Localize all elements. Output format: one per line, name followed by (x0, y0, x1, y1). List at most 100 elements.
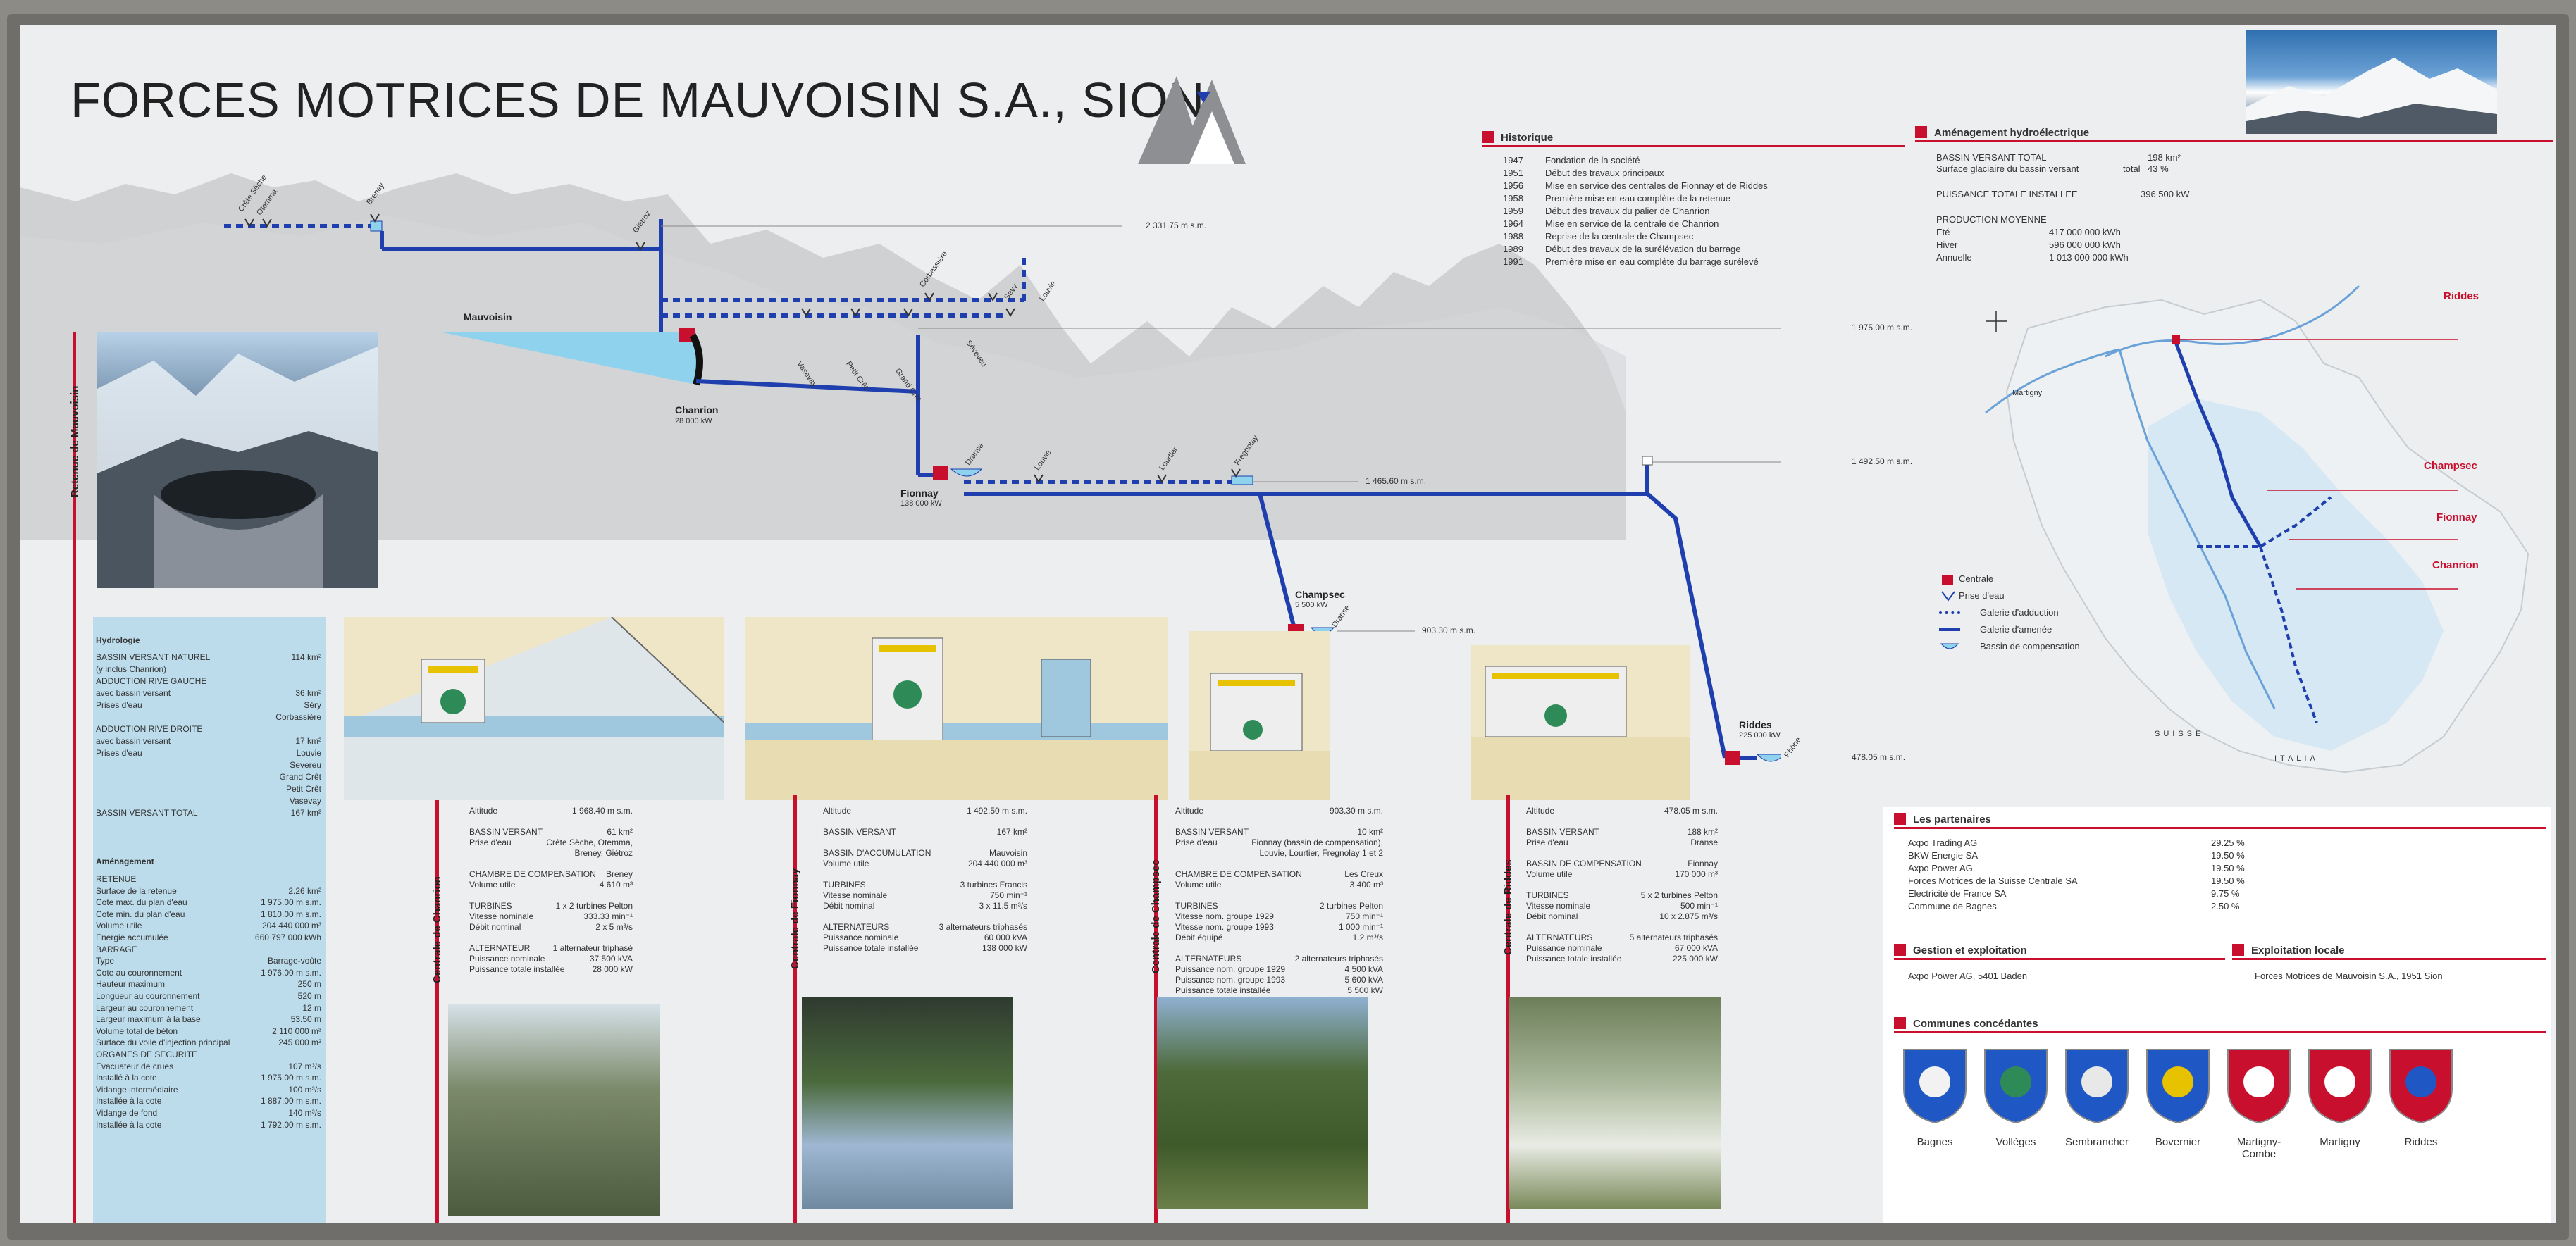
centrale-value: 3 x 11.5 m³/s (979, 901, 1027, 911)
partner-share: 9.75 % (2211, 888, 2240, 899)
centrale-key: ALTERNATEUR (469, 943, 531, 953)
retenue-value: Vasevay (289, 796, 321, 806)
champsec-title: Centrale de Champsec (1150, 859, 1162, 973)
retenue-key: Hauteur maximum (96, 979, 166, 990)
station-riddes-power: 225 000 kW (1739, 731, 1781, 740)
station-riddes: Riddes (1739, 719, 1772, 730)
commune-name: Martigny-Combe (2236, 1136, 2281, 1160)
partner-name: Commune de Bagnes (1908, 901, 1997, 911)
information-panel: FORCES MOTRICES DE MAUVOISIN S.A., SION … (20, 25, 2556, 1223)
historique-event: Début des travaux du palier de Chanrion (1545, 206, 1710, 216)
partner-name: Forces Motrices de la Suisse Centrale SA (1908, 876, 2078, 886)
commune-name: Bovernier (2155, 1136, 2201, 1148)
partner-name: Axpo Power AG (1908, 863, 1973, 873)
historique-event: Mise en service des centrales de Fionnay… (1545, 180, 1768, 191)
retenue-key: Volume utile (96, 921, 142, 931)
gestion-heading: Gestion et exploitation (1894, 944, 2027, 957)
centrale-key: Altitude (1526, 806, 1555, 816)
centrale-key: Volume utile (1175, 880, 1222, 890)
retenue-value: Séry (304, 700, 321, 710)
centrale-key: Altitude (469, 806, 498, 816)
historique-year: 1947 (1503, 155, 1523, 166)
retenue-value: 1 975.00 m s.m. (260, 1073, 321, 1083)
centrale-value: 3 alternateurs triphasés (939, 922, 1027, 932)
retenue-value: 107 m³/s (288, 1061, 321, 1071)
amenagement-heading: Aménagement hydroélectrique (1915, 126, 2089, 139)
retenue-key: RETENUE (96, 874, 137, 884)
centrale-value: 1 492.50 m s.m. (966, 806, 1027, 816)
retenue-key: Evacuateur de crues (96, 1061, 174, 1071)
station-mauvoisin: Mauvoisin (464, 311, 512, 323)
retenue-key: (y inclus Chanrion) (96, 664, 167, 674)
elevation-label: 478.05 m s.m. (1852, 752, 1906, 762)
gestion-rule (1894, 958, 2225, 960)
centrale-value: 61 km² (607, 827, 633, 837)
retenue-key: Longueur au couronnement (96, 991, 200, 1001)
centrale-key: ALTERNATEURS (1175, 954, 1242, 964)
centrale-value: 3 turbines Francis (960, 880, 1027, 890)
legend-prise-icon (1941, 591, 1955, 602)
centrale-value: 225 000 kW (1672, 954, 1718, 964)
legend-bassin: Bassin de compensation (1980, 641, 2080, 652)
historique-event: Première mise en eau complète du barrage… (1545, 256, 1759, 267)
retenue-value: Barrage-voûte (267, 956, 321, 966)
fionnay-section (745, 617, 1168, 800)
historique-rule (1482, 145, 1905, 147)
map-label-italia: ITALIA (2274, 754, 2319, 763)
retenue-key: ORGANES DE SECURITE (96, 1049, 198, 1059)
retenue-key: Installée à la cote (96, 1119, 162, 1130)
map-label-riddes: Riddes (2444, 290, 2479, 302)
centrale-value: 478.05 m s.m. (1664, 806, 1718, 816)
hydrologie-heading: Hydrologie (96, 635, 140, 645)
communes-rule (1894, 1031, 2546, 1033)
centrale-key: Prise d'eau (1526, 837, 1568, 847)
map-label-martigny: Martigny (2012, 389, 2043, 397)
map-label-suisse: SUISSE (2155, 730, 2205, 738)
retenue-key: Volume total de béton (96, 1026, 178, 1036)
historique-event: Mise en service de la centrale de Chanri… (1545, 218, 1719, 229)
elevation-label: 1 975.00 m s.m. (1852, 323, 1913, 332)
glacier-photo (2246, 30, 2497, 134)
catchment-map (1985, 285, 2529, 773)
partner-name: BKW Energie SA (1908, 850, 1978, 861)
historique-year: 1959 (1503, 206, 1523, 216)
centrale-value: 167 km² (996, 827, 1027, 837)
amenagement-rule (1915, 140, 2553, 142)
historique-event: Première mise en eau complète de la rete… (1545, 193, 1731, 204)
historique-year: 1988 (1503, 231, 1523, 242)
centrale-value: 138 000 kW (982, 943, 1027, 953)
retenue-key: Largeur maximum à la base (96, 1014, 201, 1025)
retenue-value: 204 440 000 m³ (261, 921, 321, 931)
partner-share: 29.25 % (2211, 837, 2245, 848)
historique-year: 1951 (1503, 168, 1523, 178)
station-chanrion-power: 28 000 kW (675, 417, 712, 425)
company-logo (1138, 76, 1246, 164)
centrale-key: ALTERNATEURS (1526, 933, 1593, 942)
centrale-key: Puissance nominale (1526, 943, 1602, 953)
retenue-key: BASSIN VERSANT NATUREL (96, 652, 211, 662)
retenue-value: Severeu (290, 760, 321, 770)
retenue-value: Grand Crêt (279, 772, 321, 782)
centrale-value: 1 968.40 m s.m. (571, 806, 633, 816)
champsec-rule (1154, 795, 1158, 1223)
centrale-value: 1 x 2 turbines Pelton (555, 901, 633, 911)
centrale-key: CHAMBRE DE COMPENSATION (469, 869, 596, 879)
centrale-value: 170 000 m³ (1675, 869, 1718, 879)
centrale-key: Débit nominal (823, 901, 875, 911)
map-label-champsec: Champsec (2424, 460, 2477, 472)
retenue-value: 520 m (297, 991, 321, 1001)
centrale-key: Puissance totale installée (469, 964, 565, 974)
centrale-key: Prise d'eau (1175, 837, 1218, 847)
centrale-value: Crête Sèche, Otemma, (546, 837, 633, 847)
intake-label: Rhône (1783, 735, 1803, 759)
elevation-label: 2 331.75 m s.m. (1146, 220, 1207, 230)
partenaires-heading: Les partenaires (1894, 813, 1991, 826)
centrale-value: 188 km² (1687, 827, 1718, 837)
partner-share: 19.50 % (2211, 876, 2245, 886)
centrale-key: BASSIN DE COMPENSATION (1526, 859, 1642, 868)
historique-event: Fondation de la société (1545, 155, 1640, 166)
centrale-key: Puissance totale installée (823, 943, 919, 953)
retenue-key: Cote min. du plan d'eau (96, 909, 185, 919)
chanrion-section (344, 616, 725, 800)
centrale-key: Vitesse nominale (823, 890, 888, 900)
